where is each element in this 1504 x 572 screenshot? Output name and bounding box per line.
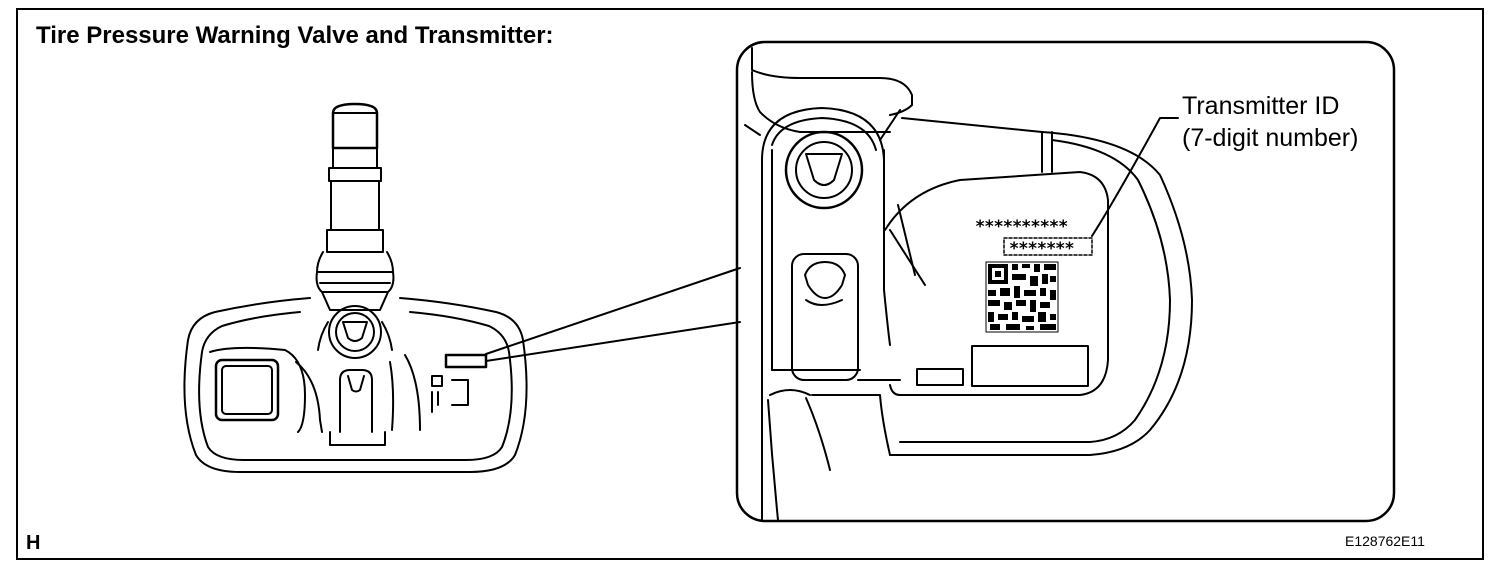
- detail-frame: [735, 40, 1396, 523]
- transmitter-id-box: [1003, 237, 1093, 256]
- label-small-box: [916, 368, 964, 386]
- transmitter-body: [183, 297, 528, 473]
- zoom-lead-line: [485, 321, 741, 362]
- figure-code: E128762E11: [1345, 533, 1425, 549]
- figure-title: Tire Pressure Warning Valve and Transmit…: [36, 22, 554, 49]
- transmitter-id-callout: Transmitter ID (7-digit number): [1182, 90, 1358, 154]
- figure-frame: [16, 8, 1484, 560]
- label-id-text: *******: [1009, 239, 1074, 259]
- valve-transmitter-overview: [183, 102, 741, 473]
- sheet-letter: H: [26, 532, 41, 554]
- label-serial-text: **********: [975, 217, 1068, 237]
- label-large-box: [971, 345, 1089, 387]
- qr-code: [985, 261, 1059, 333]
- zoom-lead-line: [485, 267, 741, 355]
- enlarged-detail: ********** *******: [735, 40, 1396, 523]
- valve-stem: [315, 102, 395, 311]
- callout-leader-line: [1091, 117, 1179, 237]
- callout-line-1: Transmitter ID: [1182, 92, 1340, 120]
- callout-line-2: (7-digit number): [1182, 124, 1359, 152]
